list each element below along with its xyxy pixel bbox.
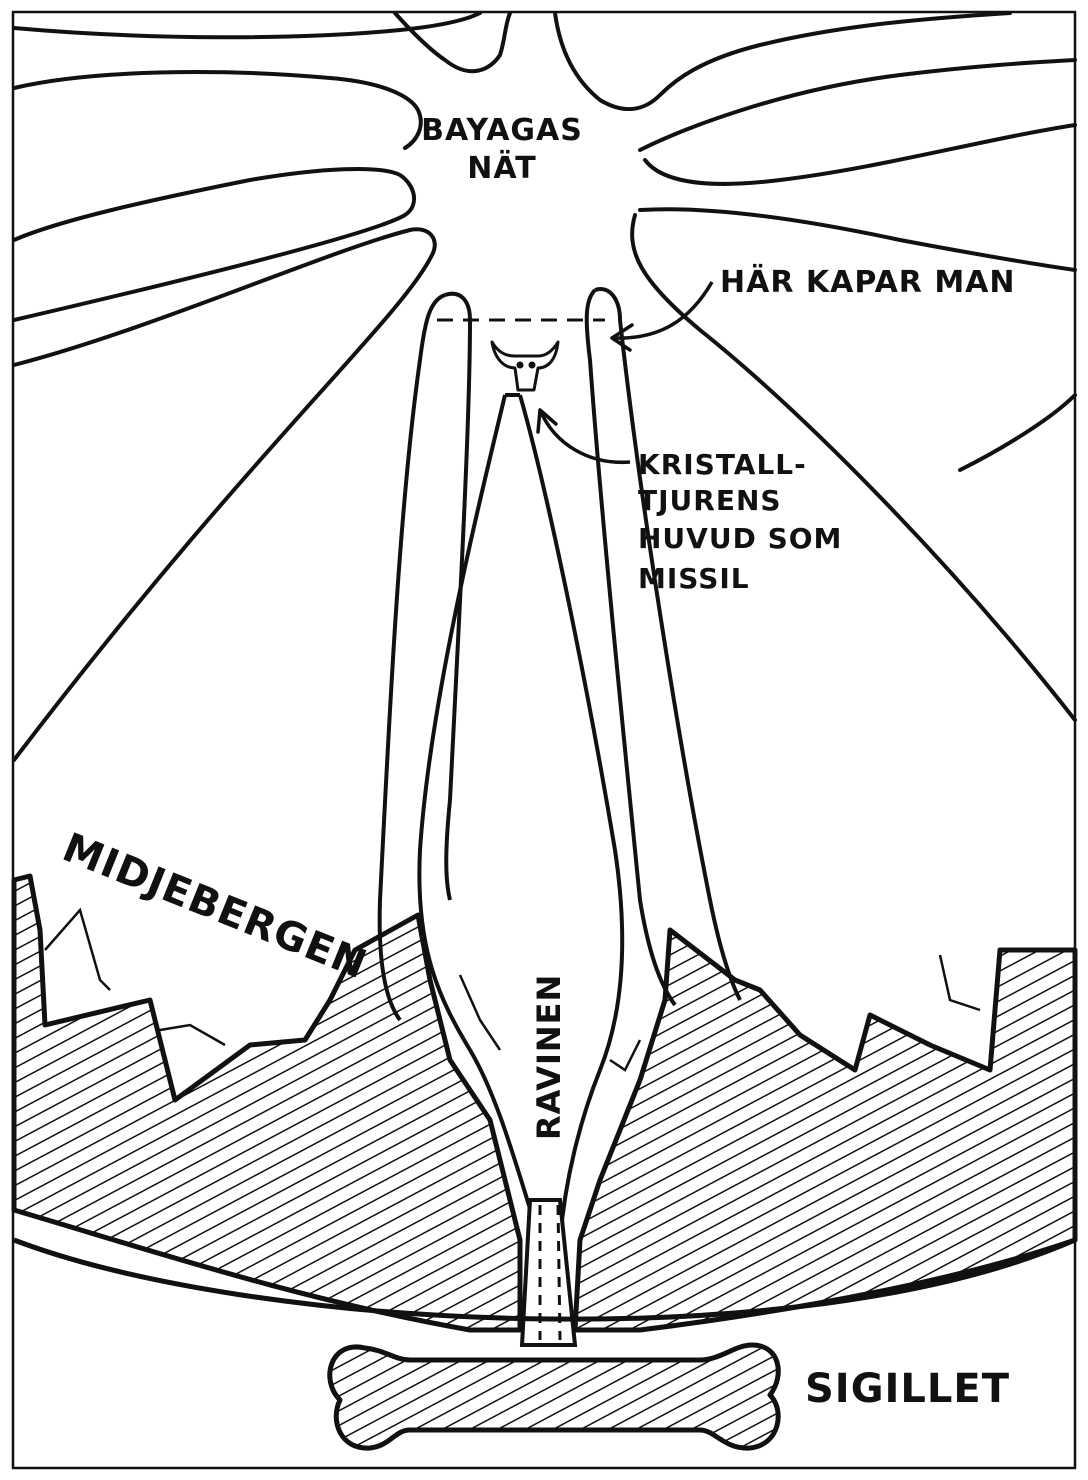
strand-top-mid-b: [555, 13, 1010, 109]
right-mountains: [575, 930, 1075, 1330]
strand-right-edge: [960, 395, 1075, 470]
ravine-channel: [522, 1200, 575, 1345]
strand-right-mid: [645, 125, 1075, 184]
web-label-line1: BAYAGAS: [421, 113, 583, 148]
missile-label-line4: MISSIL: [638, 562, 750, 595]
missile-label-line2: TJURENS: [638, 484, 782, 517]
missile-label-line3: HUVUD SOM: [638, 522, 842, 555]
missile-arrow: [540, 410, 630, 462]
missile-label-line1: KRISTALL-: [638, 448, 807, 481]
peak-lines: [45, 910, 980, 1070]
bull-skull-icon: [492, 342, 558, 390]
mountains-label: MIDJEBERGEN: [56, 825, 373, 989]
left-wall: [380, 295, 445, 1020]
strand-left-low: [14, 229, 435, 760]
web-label-line2: NÄT: [467, 150, 536, 186]
seal-shape: [330, 1345, 778, 1448]
strand-top-left-b: [14, 72, 421, 148]
strand-right-low: [640, 209, 1075, 270]
seal-label: SIGILLET: [805, 1366, 1010, 1412]
strand-top-left: [14, 13, 480, 37]
ravine-label: RAVINEN: [530, 974, 568, 1140]
cut-label: HÄR KAPAR MAN: [720, 264, 1016, 300]
